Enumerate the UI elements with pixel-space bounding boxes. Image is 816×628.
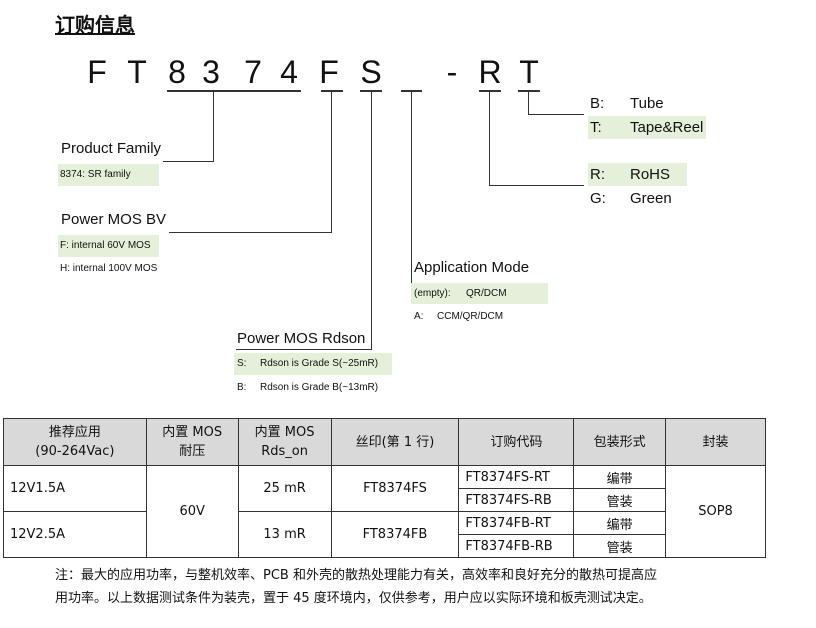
- cell-order-code: FT8374FS-RT: [458, 465, 575, 489]
- underline-packing: [518, 90, 540, 92]
- cell-package: SOP8: [665, 465, 766, 558]
- header-line: 耐压: [179, 444, 206, 459]
- table-row: 12V2.5A 13 mR FT8374FB FT8374FB-RT 编带: [3, 511, 766, 558]
- product-family-header: Product Family: [61, 140, 162, 157]
- cell-order-code: FT8374FB-RB: [458, 534, 575, 558]
- pn-char: F: [87, 54, 107, 90]
- pn-char: 7: [244, 54, 262, 90]
- cell-packing: 管装: [573, 534, 667, 558]
- cell-packing: 管装: [573, 488, 667, 512]
- connector-rohs: [489, 92, 490, 186]
- rohs-option: R: RoHS: [588, 163, 687, 186]
- underline-bv: [321, 90, 343, 92]
- cell-mos-voltage: 60V: [145, 465, 239, 558]
- connector-mode: [411, 92, 412, 285]
- connector-bv: [331, 92, 332, 233]
- connector-packing: [528, 92, 529, 115]
- note-line: 注：最大的应用功率，与整机效率、PCB 和外壳的散热处理能力有关，高效率和良好充…: [55, 568, 657, 583]
- cell-marking: FT8374FS: [330, 465, 460, 512]
- connector-rdson: [236, 349, 372, 350]
- underline-rdson: [360, 90, 382, 92]
- application-mode-header: Application Mode: [414, 259, 530, 276]
- power-mos-rdson-option: S: Rdson is Grade S(~25mR): [234, 353, 392, 375]
- power-mos-rdson-option: B: Rdson is Grade B(~13mR): [234, 382, 392, 396]
- option-key: S:: [237, 358, 247, 369]
- option-text: Tube: [630, 95, 664, 112]
- table-row: FT8374FB-RB 管装: [4, 534, 766, 558]
- pn-char: 8: [168, 54, 186, 90]
- col-header-order-code: 订购代码: [458, 418, 575, 466]
- pn-char: T: [127, 54, 147, 90]
- option-text: QR/DCM: [466, 288, 507, 299]
- option-text: Rdson is Grade S(~25mR): [260, 358, 379, 369]
- connector-rohs: [489, 185, 584, 186]
- cell-application: 12V2.5A: [3, 511, 147, 558]
- packing-option: B: Tube: [588, 95, 706, 115]
- option-key: A:: [414, 311, 424, 322]
- pn-char: F: [319, 54, 339, 90]
- option-text: Tape&Reel: [630, 119, 704, 136]
- power-mos-bv-option: F: internal 60V MOS: [58, 235, 159, 257]
- header-line: 内置 MOS: [254, 425, 315, 440]
- ordering-table: 推荐应用 (90-264Vac) 内置 MOS 耐压 内置 MOS Rds_on…: [3, 418, 766, 558]
- cell-order-code: FT8374FB-RT: [458, 511, 575, 535]
- col-header-application: 推荐应用 (90-264Vac): [3, 418, 147, 466]
- option-text: RoHS: [630, 166, 671, 183]
- cell-marking: FT8374FB: [330, 511, 460, 558]
- packing-option: T: Tape&Reel: [588, 116, 706, 139]
- cell-order-code: FT8374FS-RB: [458, 488, 575, 512]
- rohs-option: G: Green: [588, 190, 687, 210]
- cell-application: 12V1.5A: [3, 465, 147, 512]
- power-mos-bv-option: H: internal 100V MOS: [60, 263, 158, 274]
- header-line: (90-264Vac): [35, 444, 115, 459]
- underline-rohs: [479, 90, 501, 92]
- option-text: Rdson is Grade B(~13mR): [260, 382, 379, 393]
- col-header-packing: 包装形式: [573, 418, 667, 466]
- cell-rdson: 25 mR: [237, 465, 332, 512]
- cell-rdson: 13 mR: [237, 511, 332, 558]
- option-key: R:: [590, 166, 605, 183]
- option-key: B:: [590, 95, 605, 112]
- note-line: 用功率。以上数据测试条件为装壳，置于 45 度环境内，仅供参考，用户应以实际环境…: [55, 591, 652, 606]
- option-text: CCM/QR/DCM: [437, 311, 504, 322]
- col-header-mos-voltage: 内置 MOS 耐压: [145, 418, 239, 466]
- underline-mode: [401, 90, 422, 92]
- col-header-package: 封装: [665, 418, 766, 466]
- option-key: T:: [590, 119, 602, 136]
- option-key: (empty):: [414, 288, 451, 299]
- power-mos-rdson-header: Power MOS Rdson: [237, 330, 366, 347]
- cell-packing: 编带: [573, 465, 667, 489]
- connector-family: [163, 161, 214, 162]
- col-header-mos-rdson: 内置 MOS Rds_on: [237, 418, 332, 466]
- page-title: 订购信息: [55, 13, 135, 37]
- pn-char: R: [478, 54, 502, 90]
- pn-char: T: [519, 54, 539, 90]
- pn-char: S: [360, 54, 382, 90]
- header-line: 推荐应用: [48, 425, 101, 440]
- connector-packing: [528, 114, 584, 115]
- cell-packing: 编带: [573, 511, 667, 535]
- option-text: Green: [630, 190, 672, 207]
- connector-rdson: [371, 92, 372, 350]
- pn-char: 3: [202, 54, 220, 90]
- option-key: G:: [590, 190, 606, 207]
- application-mode-option: (empty): QR/DCM: [411, 283, 548, 304]
- header-line: Rds_on: [261, 444, 308, 459]
- product-family-option: 8374: SR family: [58, 164, 159, 186]
- table-row: FT8374FS-RB 管装: [4, 488, 766, 512]
- underline-family: [167, 90, 301, 92]
- power-mos-bv-header: Power MOS BV: [61, 211, 167, 228]
- pn-char: 4: [280, 54, 298, 90]
- connector-family: [213, 92, 214, 162]
- table-header-row: 推荐应用 (90-264Vac) 内置 MOS 耐压 内置 MOS Rds_on…: [3, 418, 766, 466]
- option-key: B:: [237, 382, 247, 393]
- pn-char: -: [446, 54, 458, 90]
- header-line: 内置 MOS: [162, 425, 223, 440]
- connector-bv: [169, 232, 332, 233]
- pn-char: _: [397, 48, 425, 85]
- table-row: 12V1.5A 60V 25 mR FT8374FS FT8374FS-RT 编…: [3, 465, 766, 558]
- application-mode-option: A: CCM/QR/DCM: [411, 311, 548, 325]
- col-header-marking: 丝印(第 1 行): [330, 418, 460, 466]
